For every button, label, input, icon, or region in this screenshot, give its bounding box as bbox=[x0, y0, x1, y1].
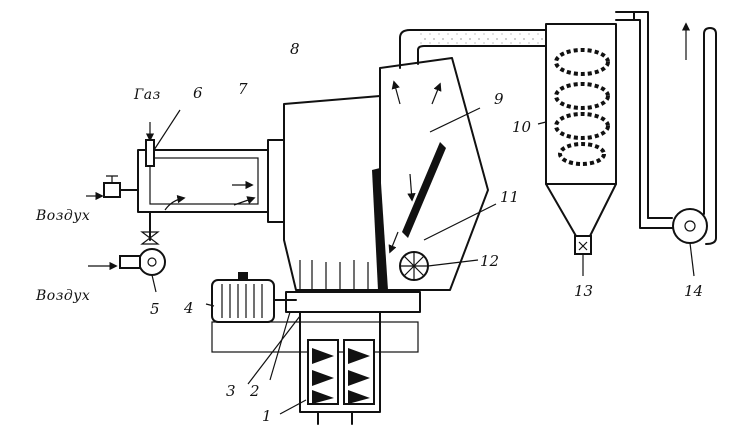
exhaust-pipe-inner bbox=[633, 19, 673, 229]
chimney bbox=[703, 27, 717, 245]
nozzle-grid bbox=[299, 260, 369, 290]
drying-chamber-body bbox=[283, 95, 381, 291]
rotor-right-blades bbox=[348, 348, 370, 404]
cyclone-10 bbox=[537, 23, 617, 255]
label-air-bottom: Воздух bbox=[35, 288, 90, 304]
duct-fill bbox=[418, 32, 546, 44]
label-1: 1 bbox=[262, 407, 272, 425]
valve-handle-icon bbox=[106, 175, 118, 183]
fan-inlet bbox=[119, 255, 141, 269]
motor-housing bbox=[211, 279, 275, 323]
leader-line bbox=[151, 274, 157, 293]
label-12: 12 bbox=[480, 252, 499, 270]
cyclone-cone bbox=[545, 183, 617, 237]
leader-line bbox=[689, 242, 695, 277]
leader-line bbox=[205, 303, 215, 307]
air-valve-icon bbox=[103, 182, 121, 198]
hot-gas-duct-lower bbox=[267, 211, 285, 223]
leader-line bbox=[279, 399, 307, 415]
mill-1 bbox=[279, 311, 381, 425]
fan-14-icon bbox=[672, 208, 708, 244]
flow-arrow-icon bbox=[388, 231, 399, 254]
fan-hub-icon bbox=[147, 257, 157, 267]
vortex-ring-3 bbox=[554, 112, 610, 140]
outlet-duct bbox=[399, 29, 547, 69]
cyclone-outlet-stub bbox=[615, 11, 635, 21]
air-inlet-top bbox=[86, 175, 139, 201]
label-gas: Газ bbox=[133, 87, 161, 103]
discharge-13 bbox=[574, 235, 592, 255]
frame-top bbox=[285, 291, 421, 313]
duct-top-edge bbox=[399, 29, 547, 69]
label-7: 7 bbox=[238, 80, 248, 98]
separator-9 bbox=[372, 57, 489, 291]
vortex-ring-4 bbox=[558, 142, 606, 166]
damper-icon bbox=[140, 231, 160, 245]
motor-box bbox=[238, 272, 248, 280]
rotor-blades-icon bbox=[400, 252, 428, 280]
chamber-inner-wall bbox=[149, 157, 259, 205]
motor-fins bbox=[221, 284, 263, 318]
label-6: 6 bbox=[193, 84, 203, 102]
vortex-ring-2 bbox=[554, 82, 610, 110]
label-8: 8 bbox=[290, 40, 300, 58]
vortex-ring-1 bbox=[554, 48, 610, 76]
label-4: 4 bbox=[183, 299, 194, 317]
fan-icon bbox=[138, 248, 166, 276]
cyclone-body bbox=[545, 23, 617, 185]
hot-gas-duct bbox=[267, 139, 285, 151]
leader-line bbox=[269, 311, 291, 381]
leader-line bbox=[427, 259, 479, 267]
chamber-outer-wall bbox=[137, 149, 269, 213]
rotary-feeder-12 bbox=[399, 203, 497, 281]
leader-line bbox=[247, 315, 301, 385]
rotor-left-blades bbox=[312, 348, 334, 404]
leader-line bbox=[423, 203, 497, 241]
duct-bottom-edge bbox=[417, 45, 547, 65]
flow-arrow-icon bbox=[407, 173, 416, 202]
flow-arrow-icon bbox=[164, 194, 186, 211]
mill-legs bbox=[317, 411, 353, 425]
mill-housing bbox=[299, 311, 381, 413]
baffle-left bbox=[372, 168, 388, 290]
leader-line bbox=[537, 121, 547, 125]
drying-chamber-8 bbox=[283, 95, 381, 291]
gas-burner bbox=[145, 109, 181, 167]
baffle-right bbox=[402, 142, 446, 238]
leader-line bbox=[429, 107, 481, 133]
blower-5 bbox=[88, 211, 166, 293]
label-14: 14 bbox=[684, 282, 703, 300]
exhaust-pipe-outer bbox=[633, 11, 649, 219]
label-13: 13 bbox=[574, 282, 593, 300]
label-2: 2 bbox=[249, 382, 260, 400]
drive-motor-4 bbox=[211, 272, 297, 323]
combustion-chamber bbox=[137, 139, 285, 223]
label-10: 10 bbox=[512, 118, 532, 136]
fan-14-hub-icon bbox=[684, 220, 696, 232]
exhaust-line bbox=[582, 11, 717, 277]
leader-line bbox=[153, 109, 181, 151]
flow-arrow-icon bbox=[431, 82, 442, 105]
label-5: 5 bbox=[150, 300, 160, 318]
flow-arrow-icon bbox=[391, 80, 401, 105]
discharge-valve-icon bbox=[578, 241, 588, 251]
label-3: 3 bbox=[226, 382, 236, 400]
label-11: 11 bbox=[500, 188, 519, 206]
flow-arrow-icon bbox=[233, 196, 256, 206]
label-9: 9 bbox=[494, 90, 504, 108]
label-air-top: Воздух bbox=[35, 208, 90, 224]
burner-nozzle bbox=[145, 139, 155, 167]
